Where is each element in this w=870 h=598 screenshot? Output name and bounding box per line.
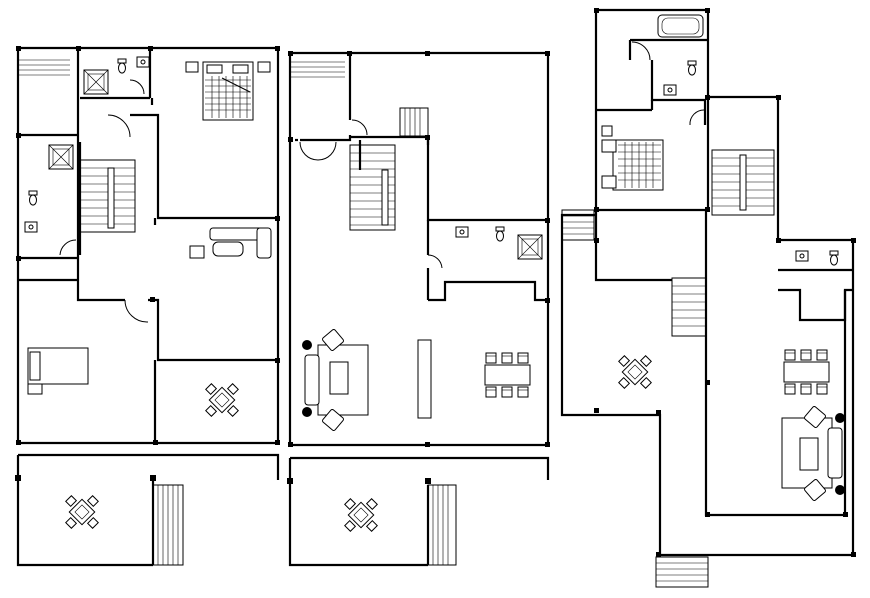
- bedroom-2-a: [27, 347, 89, 395]
- doors-b: [299, 119, 443, 269]
- staircase-c: [561, 149, 775, 588]
- dining-set-c: [618, 355, 652, 389]
- columns-b: [287, 51, 550, 484]
- toilet-b: [455, 226, 543, 260]
- living-room-b: [302, 329, 432, 431]
- interior-walls-b: [295, 53, 548, 302]
- dining-area-b: [484, 352, 531, 398]
- columns-a: [15, 46, 280, 481]
- living-room-c: [781, 406, 845, 501]
- exterior-walls-c: [560, 8, 855, 557]
- terrace-steps-a: [152, 484, 184, 566]
- terrace-dining-set-a: [65, 495, 99, 529]
- floor-plan-c: [560, 8, 856, 588]
- living-room-a: [189, 227, 272, 259]
- terrace-dining-set-b: [344, 498, 378, 532]
- staircase-b: [290, 61, 429, 231]
- floor-plan-b: [287, 51, 550, 567]
- doors-a: [59, 79, 149, 323]
- dining-area-c: [783, 349, 830, 395]
- bathroom-c: [657, 14, 704, 96]
- toilet-c: [795, 250, 839, 266]
- terrace-steps-b: [427, 484, 457, 566]
- columns-c: [594, 8, 856, 557]
- exterior-walls-b: [288, 51, 550, 567]
- doors-c: [631, 41, 706, 126]
- bedroom-c: [601, 125, 664, 191]
- floor-plan-a: [15, 46, 280, 567]
- staircase-a: [18, 59, 136, 233]
- dining-set-a: [205, 383, 239, 417]
- bedroom-a: [185, 61, 271, 121]
- interior-walls-c: [596, 38, 853, 322]
- bathroom-a: [24, 56, 150, 233]
- exterior-walls-a: [16, 46, 280, 567]
